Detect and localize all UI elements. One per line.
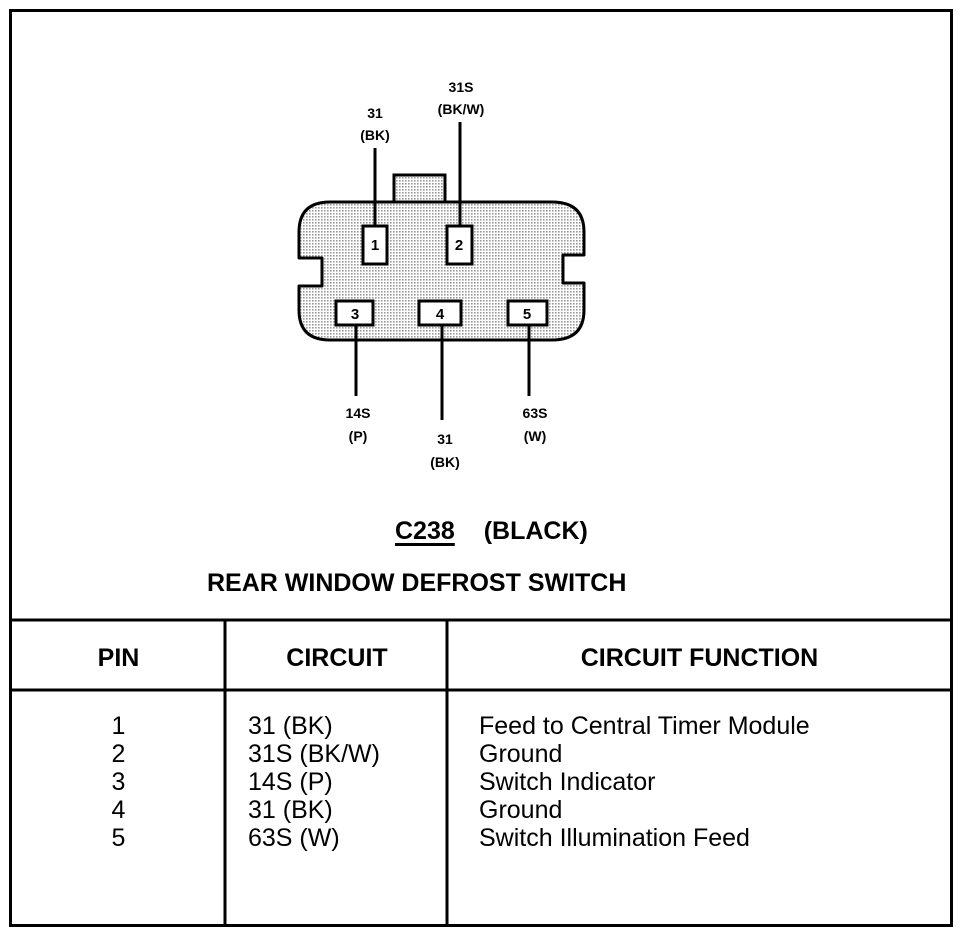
table-cell-pin: 5 (111, 824, 126, 852)
pin-3-circuit-label: 14S (346, 405, 371, 421)
table-cell-function: Ground (479, 740, 563, 768)
pin-1-color-label: (BK) (360, 127, 390, 143)
pin-1-number: 1 (371, 237, 379, 254)
table-cell-pin: 3 (111, 768, 126, 796)
pin-4-terminal (417, 299, 463, 327)
connector-title: C238 (BLACK) (395, 517, 588, 546)
connector-color: (BLACK) (483, 517, 588, 545)
table-cell-function: Switch Indicator (479, 768, 656, 796)
pin-1-terminal (361, 224, 389, 266)
table-cell-function: Ground (479, 796, 563, 824)
pin-3-color-label: (P) (349, 428, 368, 444)
table-cell-circuit: 31 (BK) (248, 712, 333, 740)
pin-5-terminal (506, 299, 549, 327)
pin-5-number: 5 (523, 306, 531, 323)
table-cell-circuit: 31S (BK/W) (248, 740, 380, 768)
table-cell-pin: 4 (111, 796, 126, 824)
pin-2-number: 2 (455, 237, 463, 254)
pin-3-number: 3 (351, 306, 359, 323)
pin-4-number: 4 (436, 306, 445, 323)
pin-5-circuit-label: 63S (523, 405, 548, 421)
table-cell-function: Switch Illumination Feed (479, 824, 750, 852)
pin-2-circuit-label: 31S (449, 79, 474, 95)
table-cell-circuit: 63S (W) (248, 824, 340, 852)
header-circuit: CIRCUIT (286, 644, 388, 672)
function-column: Feed to Central Timer Module Ground Swit… (479, 712, 810, 852)
circuit-column: 31 (BK) 31S (BK/W) 14S (P) 31 (BK) 63S (… (248, 712, 380, 852)
connector-id: C238 (395, 517, 455, 545)
connector-name: REAR WINDOW DEFROST SWITCH (207, 569, 627, 597)
table-cell-circuit: 14S (P) (248, 768, 333, 796)
table-cell-function: Feed to Central Timer Module (479, 712, 810, 740)
pin-1-circuit-label: 31 (367, 105, 383, 121)
table-cell-circuit: 31 (BK) (248, 796, 333, 824)
pin-5-color-label: (W) (524, 428, 547, 444)
pin-2-terminal (445, 224, 474, 266)
pin-4-color-label: (BK) (430, 454, 460, 470)
header-pin: PIN (97, 644, 140, 672)
pin-4-circuit-label: 31 (437, 431, 453, 447)
table-cell-pin: 1 (111, 712, 126, 740)
pin-2-color-label: (BK/W) (438, 101, 485, 117)
table-cell-pin: 2 (111, 740, 126, 768)
diagram-frame (9, 9, 953, 927)
pin-column: 1 2 3 4 5 (12, 712, 225, 852)
header-circuit-function: CIRCUIT FUNCTION (580, 644, 819, 672)
